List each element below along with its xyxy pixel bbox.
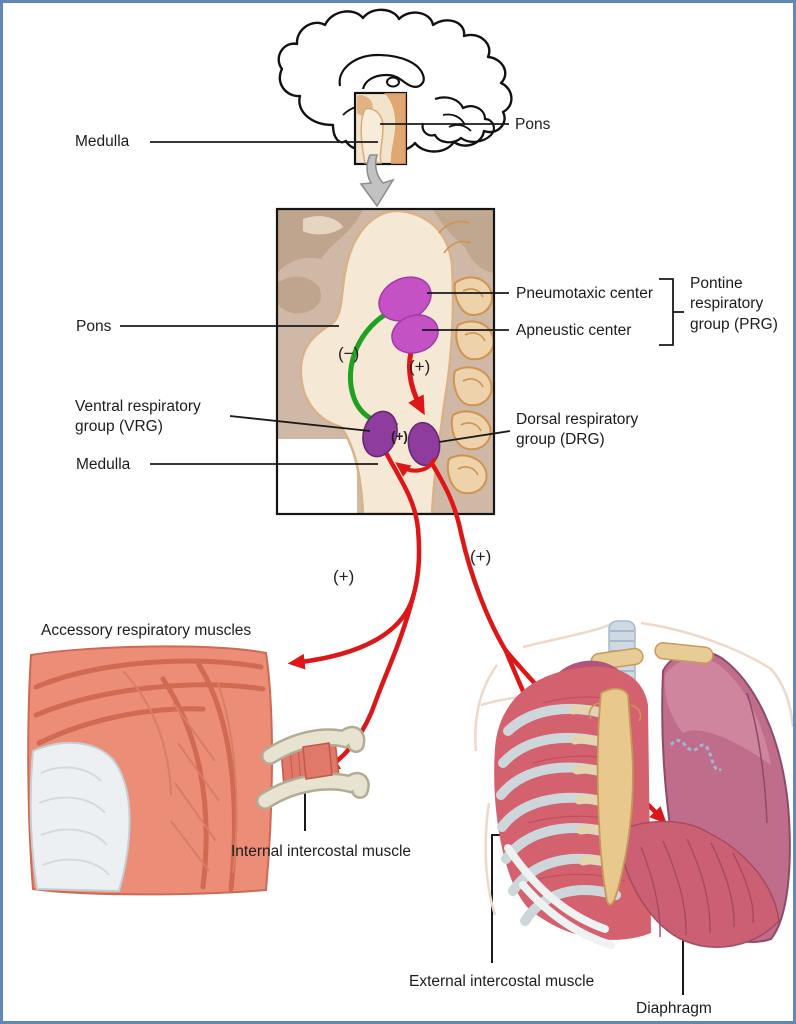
label-external-intercostal: External intercostal muscle [409,973,595,990]
label-medulla-top: Medulla [75,133,130,150]
sign-inhibitory: (−) [338,344,360,363]
label-accessory-muscles: Accessory respiratory muscles [41,622,252,639]
sign-excitatory-left: (+) [333,567,355,586]
label-pneumotaxic: Pneumotaxic center [516,285,653,302]
diagram-artwork [27,8,793,995]
label-internal-intercostal: Internal intercostal muscle [231,843,412,860]
label-prg: Pontine respiratory group (PRG) [690,275,778,333]
excitatory-red-arrow-pons [406,349,425,416]
arrow-to-internal-intercostal [322,594,416,771]
vrg-oval [362,410,398,458]
sign-excitatory-pons: (+) [409,357,431,376]
sign-excitatory-right: (+) [470,547,492,566]
leader-lines [120,123,684,995]
label-diaphragm: Diaphragm [636,1000,712,1017]
drg-to-vrg-arrow [395,458,436,477]
brainstem-magnified-art [277,209,494,514]
sign-excitatory-medulla: (+) [391,429,408,444]
label-pons-mid: Pons [76,318,112,335]
label-vrg: Ventral respiratory group (VRG) [75,398,201,436]
thorax-illustration [474,620,793,949]
label-apneustic: Apneustic center [516,322,632,339]
label-medulla-mid: Medulla [76,456,131,473]
label-pons-top: Pons [515,116,551,133]
label-drg: Dorsal respiratory group (DRG) [516,411,639,449]
zoom-arrow-icon [359,154,395,208]
magnified-box-border [275,207,496,516]
internal-intercostal-illustration [256,725,370,810]
brainstem-inset-box [353,91,408,166]
apneustic-center-oval [391,314,439,354]
brain-sketch [277,8,513,153]
accessory-muscles-illustration [27,645,273,896]
